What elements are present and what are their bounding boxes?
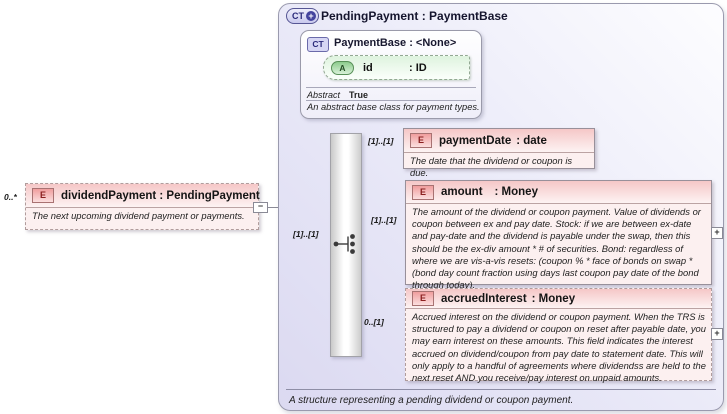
element-accruedinterest[interactable]: E accruedInterest : Money Accrued intere… [405, 288, 712, 384]
element-paymentdate[interactable]: E paymentDate : date The date that the d… [403, 128, 595, 178]
complextype-annotation: A structure representing a pending divid… [289, 395, 574, 406]
element-type: : Money [494, 186, 538, 198]
basetype-title: PaymentBase : <None> [334, 37, 457, 49]
element-type: : Money [531, 292, 576, 305]
element-dividendpayment-header: E dividendPayment : PendingPayment [26, 184, 260, 208]
element-annotation: The next upcoming dividend payment or pa… [32, 210, 245, 221]
collapse-handle[interactable]: − [253, 202, 268, 213]
element-accruedinterest-header: E accruedInterest : Money [406, 289, 711, 309]
expand-handle-amount[interactable]: + [711, 227, 723, 239]
multiplicity-accruedinterest: 0..[1] [364, 317, 384, 327]
basetype-annotation: An abstract base class for payment types… [307, 102, 480, 112]
element-type: : date [516, 134, 547, 147]
element-title: dividendPayment : PendingPayment [61, 189, 260, 202]
sequence-icon [333, 234, 355, 254]
facet-label: Abstract [307, 90, 341, 100]
attribute-name: id [363, 61, 373, 74]
attribute-id[interactable]: A id : ID [323, 55, 470, 80]
element-annotation: Accrued interest on the dividend or coup… [412, 311, 706, 384]
basetype-paymentbase[interactable]: CT PaymentBase : <None> A id : ID Abstra… [300, 30, 482, 119]
element-icon: E [412, 184, 434, 200]
multiplicity-paymentdate: [1]..[1] [368, 136, 394, 146]
element-name: accruedInterest [441, 292, 527, 305]
attribute-icon: A [331, 60, 354, 75]
facet-separator-bottom [306, 100, 476, 101]
element-amount[interactable]: E amount : Money The amount of the divid… [405, 180, 712, 290]
multiplicity-amount: [1]..[1] [371, 215, 397, 225]
complextype-icon: CT + [286, 8, 319, 24]
element-name: amount [441, 186, 483, 198]
element-icon: E [412, 291, 434, 306]
derived-plus-icon: + [306, 11, 316, 21]
element-dividendpayment[interactable]: E dividendPayment : PendingPayment The n… [25, 183, 260, 230]
element-annotation: The amount of the dividend or coupon pay… [412, 206, 701, 291]
attribute-type: : ID [409, 61, 427, 74]
element-name: paymentDate [439, 134, 512, 147]
complextype-title: PendingPayment : PaymentBase [321, 9, 508, 23]
annotation-separator [286, 389, 716, 390]
facet-value: True [349, 90, 369, 100]
ct-badge-text: CT [292, 11, 304, 21]
expand-handle-accruedinterest[interactable]: + [711, 328, 723, 340]
element-annotation: The date that the dividend or coupon is … [410, 155, 573, 179]
basetype-icon: CT [307, 37, 329, 52]
element-icon: E [410, 133, 432, 148]
element-icon: E [32, 188, 54, 203]
element-amount-header: E amount : Money [406, 181, 711, 204]
multiplicity-sequence: [1]..[1] [293, 229, 319, 239]
facet-separator-top [306, 87, 476, 88]
element-paymentdate-header: E paymentDate : date [404, 129, 594, 153]
multiplicity-dividendpayment: 0..* [4, 192, 17, 202]
